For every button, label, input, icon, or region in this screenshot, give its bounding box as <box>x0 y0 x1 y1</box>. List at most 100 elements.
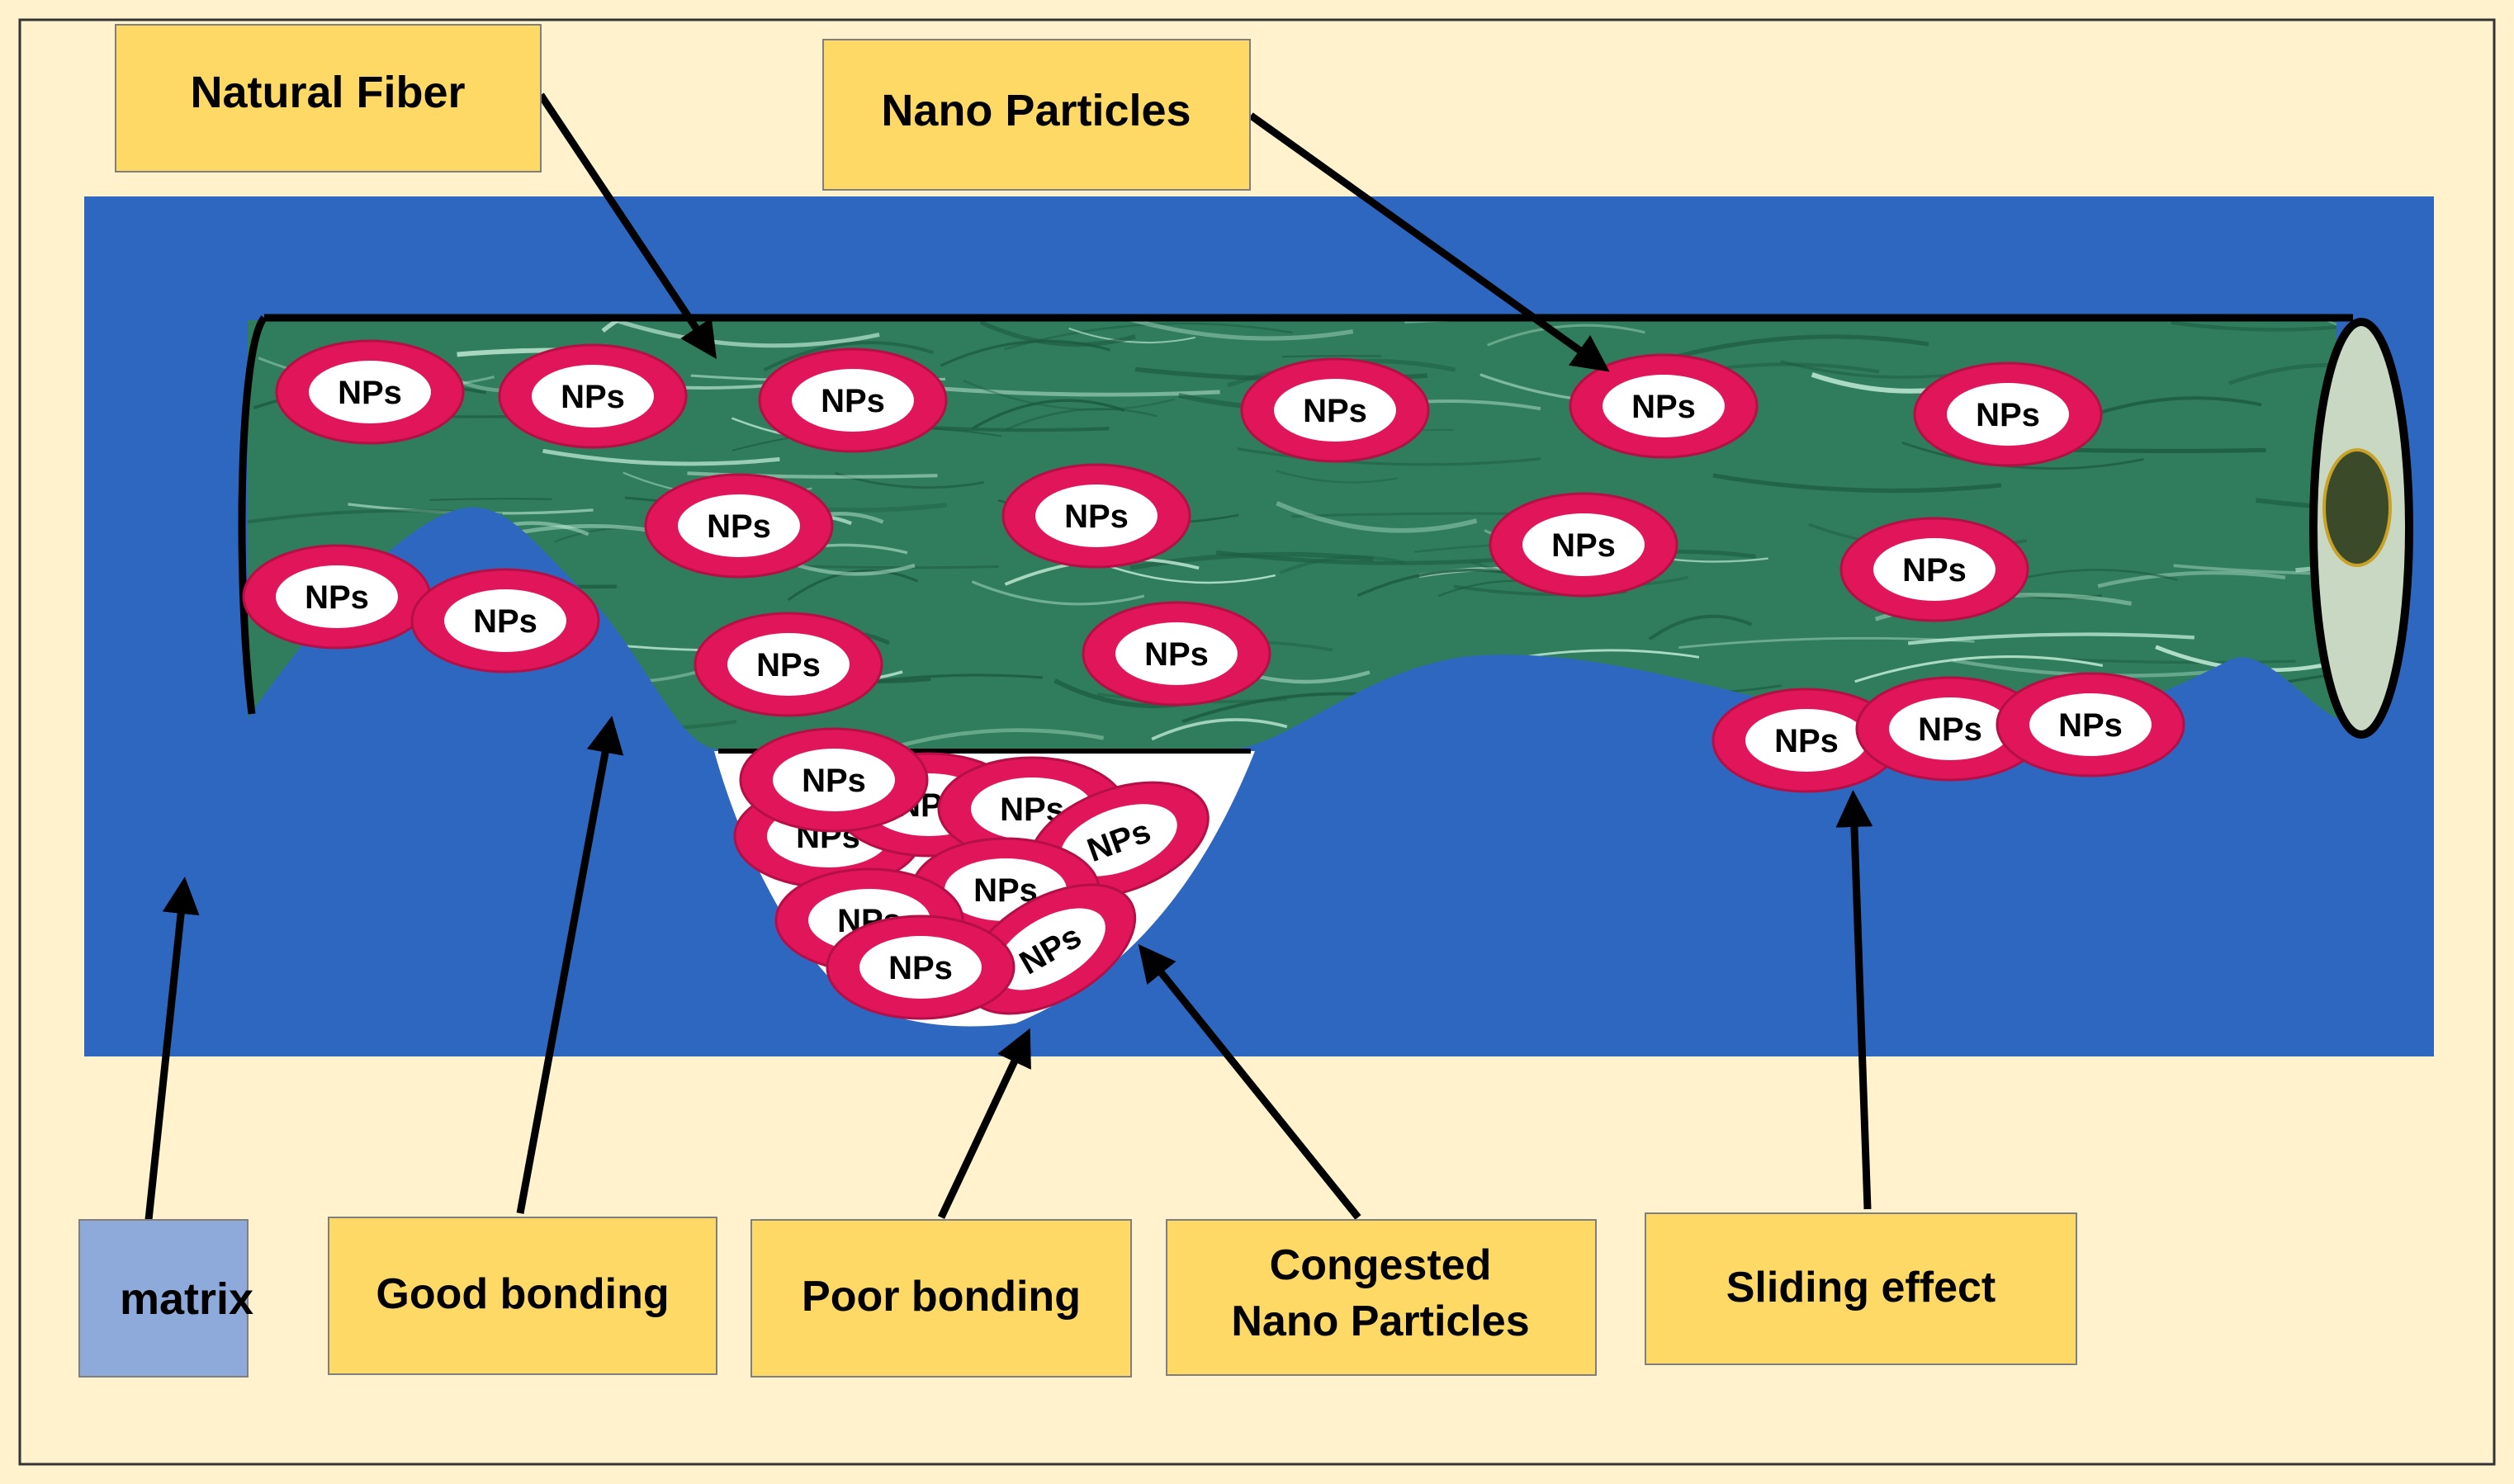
fiber-strand <box>1006 407 1158 431</box>
fiber-strand <box>599 320 880 348</box>
np-label: NPs <box>338 375 402 411</box>
label-natural-fiber-text: Natural Fiber <box>190 68 465 117</box>
np-particle: NPs <box>1489 492 1678 598</box>
fiber-strand <box>1276 470 1399 484</box>
np-particle: NPs <box>1082 601 1271 707</box>
fiber-strand <box>2256 498 2336 511</box>
np-particle: NPs <box>1001 463 1191 569</box>
fiber-strand <box>876 728 1105 752</box>
fiber-strand <box>1276 500 1478 533</box>
arrow-nano-particles <box>1248 112 1610 372</box>
fiber-strand <box>1128 320 1354 341</box>
np-label: NPs <box>1774 723 1839 759</box>
label-sliding-effect-text: Sliding effect <box>1726 1264 1996 1311</box>
label-congested-line1: Congested <box>1270 1241 1492 1289</box>
label-natural-fiber: Natural Fiber <box>115 24 542 173</box>
np-label: NPs <box>802 763 866 799</box>
fiber-strand <box>2171 320 2336 332</box>
np-particle: NPs <box>1913 362 2103 467</box>
np-particle: NPs <box>1855 676 2045 782</box>
fiber-strand <box>1281 355 1381 358</box>
np-particle: NPs <box>1240 357 1430 463</box>
fiber-core <box>2322 448 2392 567</box>
np-label: NPs <box>305 579 369 616</box>
fiber-strand <box>1854 655 2104 683</box>
np-label: NPs <box>1976 397 2040 433</box>
fiber-strand <box>870 673 1044 683</box>
np-label: NPs <box>1303 393 1367 429</box>
fiber-strand <box>1486 324 1645 347</box>
label-matrix-text: matrix <box>120 1274 253 1324</box>
label-poor-bonding-text: Poor bonding <box>802 1273 1081 1321</box>
fiber-strand <box>787 569 919 602</box>
np-label: NPs <box>707 508 771 545</box>
np-particle: NPs <box>498 343 688 449</box>
np-label: NPs <box>888 950 953 986</box>
np-particle: NPs <box>644 473 834 579</box>
np-label: NPs <box>756 647 821 683</box>
fiber-strand <box>2086 396 2262 418</box>
arrows <box>144 92 1873 1221</box>
label-matrix: matrix <box>78 1219 253 1378</box>
label-good-bonding-text: Good bonding <box>376 1270 669 1318</box>
np-label: NPs <box>473 603 537 640</box>
np-particle: NPs <box>1028 781 1210 900</box>
arrow-congested <box>1138 943 1361 1220</box>
arrow-good-bonding <box>516 716 624 1214</box>
fiber-strand <box>1068 327 1195 344</box>
label-nano-particles: Nano Particles <box>822 39 1251 191</box>
fiber-outline-left <box>238 315 267 715</box>
np-label: NPs <box>1551 527 1616 564</box>
label-boxes: Natural Fiber Nano Particles matrix Good… <box>78 24 2077 1378</box>
arrow-sliding-effect <box>1835 790 1873 1210</box>
np-label: NPs <box>1144 636 1209 673</box>
fiber-strand <box>963 379 1176 411</box>
np-particle: NPs <box>1569 353 1759 459</box>
fiber-strand <box>429 498 552 501</box>
fiber-strand <box>2097 570 2286 588</box>
np-particle: NPs <box>739 727 929 833</box>
arrow-matrix <box>144 877 200 1221</box>
fiber-strand <box>1907 632 2194 645</box>
label-good-bonding: Good bonding <box>328 1217 717 1375</box>
fiber-strand <box>2228 363 2336 385</box>
fiber-strand <box>1671 334 1929 360</box>
fiber-strand <box>1648 614 1753 641</box>
fiber-strand <box>1151 718 1288 741</box>
np-particle: NPs <box>1839 517 2029 622</box>
np-particle: NPs <box>275 339 465 445</box>
np-label: NPs <box>1631 389 1696 425</box>
np-particle: NPs <box>1712 688 1901 793</box>
label-poor-bonding: Poor bonding <box>750 1219 1132 1378</box>
np-label: NPs <box>1064 499 1129 535</box>
fiber-strand <box>1237 447 1541 466</box>
np-label: NPs <box>1902 552 1967 588</box>
fiber-strand <box>1097 561 1276 584</box>
np-particle: NPs <box>694 612 883 717</box>
fiber-strand <box>971 580 1145 606</box>
np-particle: NPs <box>826 915 1016 1020</box>
fiber-strand <box>1712 473 2002 494</box>
np-particle: NPs <box>242 544 432 650</box>
np-particle: NPs <box>758 347 948 453</box>
label-congested: Congested Nano Particles <box>1166 1219 1597 1376</box>
fiber-strand <box>972 399 1125 430</box>
diagram-frame <box>18 18 2496 1466</box>
arrow-natural-fiber <box>537 92 717 359</box>
fiber-strand <box>2280 664 2336 684</box>
fiber-strand <box>2058 657 2296 664</box>
np-label: NPs <box>1918 711 1982 748</box>
np-label: NPs <box>2058 707 2123 744</box>
label-nano-particles-text: Nano Particles <box>881 86 1191 135</box>
np-label: NPs <box>821 383 885 419</box>
fiber-strand <box>763 341 934 372</box>
label-sliding-effect: Sliding effect <box>1645 1212 2077 1365</box>
np-particle: NPs <box>1996 672 2185 777</box>
fiber-strand <box>1901 441 2144 470</box>
fiber-strand <box>1215 550 1507 565</box>
np-label: NPs <box>561 379 625 415</box>
fiber-strand <box>542 448 780 466</box>
arrow-poor-bonding <box>937 1028 1031 1219</box>
